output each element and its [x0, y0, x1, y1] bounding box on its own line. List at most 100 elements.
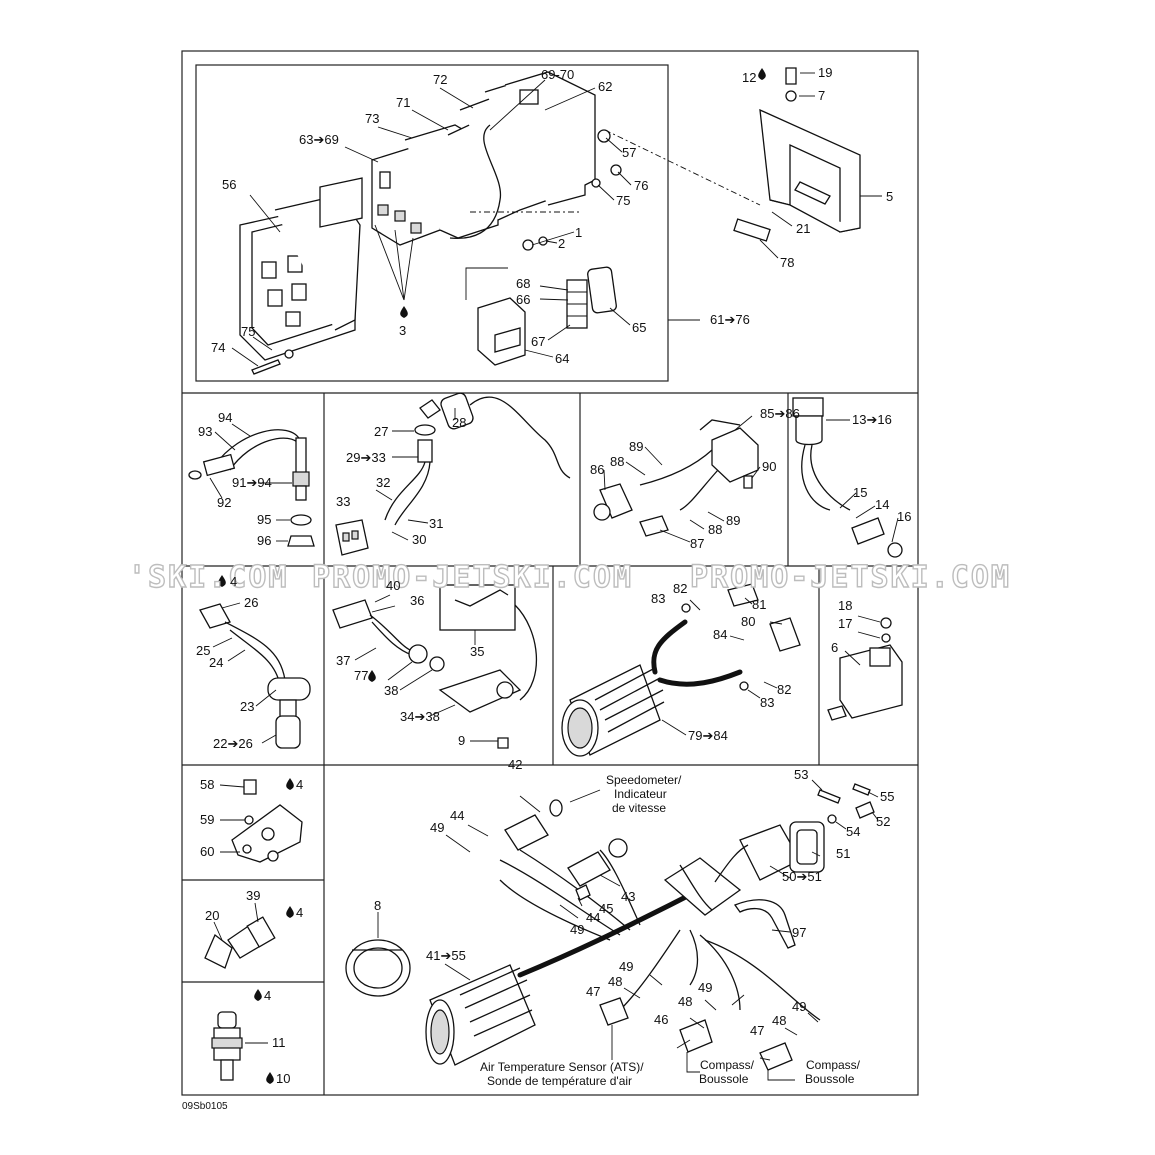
- watermark-left: 'SKI.COM: [128, 560, 289, 595]
- callout: 28: [452, 415, 466, 430]
- drop-icon: [758, 68, 766, 80]
- watermark-right: PROMO-JETSKI.COM: [690, 560, 1011, 595]
- adhesive-drop-icons: [218, 68, 766, 1084]
- drop-icon: [286, 778, 294, 790]
- callout: 39: [246, 888, 260, 903]
- callout: 19: [818, 65, 832, 80]
- callout: 86: [590, 462, 604, 477]
- support-bracket-drawing: [733, 67, 882, 259]
- callout: 33: [336, 494, 350, 509]
- switch-34-38-drawing: [332, 584, 538, 749]
- callout: 94: [218, 410, 232, 425]
- sensor-22-26-drawing: [199, 602, 311, 749]
- callout: 45: [599, 901, 613, 916]
- callout: 16: [897, 509, 911, 524]
- callout: 4: [296, 905, 303, 920]
- callout: 90: [762, 459, 776, 474]
- callout: 76: [634, 178, 648, 193]
- compass-note: Boussole: [699, 1072, 749, 1086]
- callout: 26: [244, 595, 258, 610]
- callout: 58: [200, 777, 214, 792]
- callout: 35: [470, 644, 484, 659]
- callout: 54: [846, 824, 860, 839]
- speedometer-note: de vitesse: [612, 801, 666, 815]
- callout: 73: [365, 111, 379, 126]
- sensor-20-39-drawing: [204, 902, 276, 969]
- sensor-13-16-drawing: [792, 397, 903, 558]
- callout: 63➔69: [299, 132, 339, 147]
- callout: 95: [257, 512, 271, 527]
- callout: 15: [853, 485, 867, 500]
- ats-note: Air Temperature Sensor (ATS)/: [480, 1060, 644, 1074]
- callout: 57: [622, 145, 636, 160]
- sensor-11-drawing: [211, 1011, 268, 1081]
- callout: 37: [336, 653, 350, 668]
- callout: 4: [264, 988, 271, 1003]
- callout: 29➔33: [346, 450, 386, 465]
- callout: 65: [632, 320, 646, 335]
- compass-note: Compass/: [700, 1058, 755, 1072]
- callout: 14: [875, 497, 889, 512]
- callout: 18: [838, 598, 852, 613]
- callout: 42: [508, 757, 522, 772]
- callout: 89: [726, 513, 740, 528]
- callout: 77: [354, 668, 368, 683]
- callout: 23: [240, 699, 254, 714]
- callout: 30: [412, 532, 426, 547]
- drop-icon: [254, 989, 262, 1001]
- drop-icon: [218, 575, 226, 587]
- callout: 48: [772, 1013, 786, 1028]
- callout: 48: [608, 974, 622, 989]
- callout: 52: [876, 814, 890, 829]
- callout: 64: [555, 351, 569, 366]
- callout: 51: [836, 846, 850, 861]
- callout: 78: [780, 255, 794, 270]
- callout: 43: [621, 889, 635, 904]
- section-frames: [181, 50, 919, 1096]
- callout: 10: [276, 1071, 290, 1086]
- ats-note: Sonde de température d'air: [487, 1074, 632, 1088]
- callout: 31: [429, 516, 443, 531]
- callout: 60: [200, 844, 214, 859]
- callout: 82: [777, 682, 791, 697]
- callout: 84: [713, 627, 727, 642]
- compass-note: Compass/: [806, 1058, 861, 1072]
- coil-6-drawing: [827, 615, 903, 721]
- callout: 71: [396, 95, 410, 110]
- callout: 36: [410, 593, 424, 608]
- callout: 6: [831, 640, 838, 655]
- callout: 59: [200, 812, 214, 827]
- sender-58-60-drawing: [219, 779, 303, 863]
- callout: 34➔38: [400, 709, 440, 724]
- callout: 92: [217, 495, 231, 510]
- callout: 47: [586, 984, 600, 999]
- callout: 9: [458, 733, 465, 748]
- callout: 69-70: [541, 67, 574, 82]
- callout: 82: [673, 581, 687, 596]
- callout: 66: [516, 292, 530, 307]
- callout: 13➔16: [852, 412, 892, 427]
- callout: 5: [886, 189, 893, 204]
- callout: 2: [558, 236, 565, 251]
- callout: 85➔86: [760, 406, 800, 421]
- compass-note: Boussole: [805, 1072, 855, 1086]
- callout: 81: [752, 597, 766, 612]
- callout: 49: [698, 980, 712, 995]
- callout: 21: [796, 221, 810, 236]
- callout: 72: [433, 72, 447, 87]
- callout: 1: [575, 225, 582, 240]
- module-assembly-drawing: [231, 71, 761, 375]
- callout: 38: [384, 683, 398, 698]
- callout: 79➔84: [688, 728, 728, 743]
- watermark: 'SKI.COM PROMO-JETSKI.COM PROMO-JETSKI.C…: [127, 559, 1011, 595]
- drop-icon: [368, 670, 376, 682]
- sensor-27-33-drawing: [335, 392, 571, 556]
- callout: 87: [690, 536, 704, 551]
- callout: 46: [654, 1012, 668, 1027]
- drop-icon: [286, 906, 294, 918]
- callout: 22➔26: [213, 736, 253, 751]
- callout: 7: [818, 88, 825, 103]
- callout: 56: [222, 177, 236, 192]
- callout: 74: [211, 340, 225, 355]
